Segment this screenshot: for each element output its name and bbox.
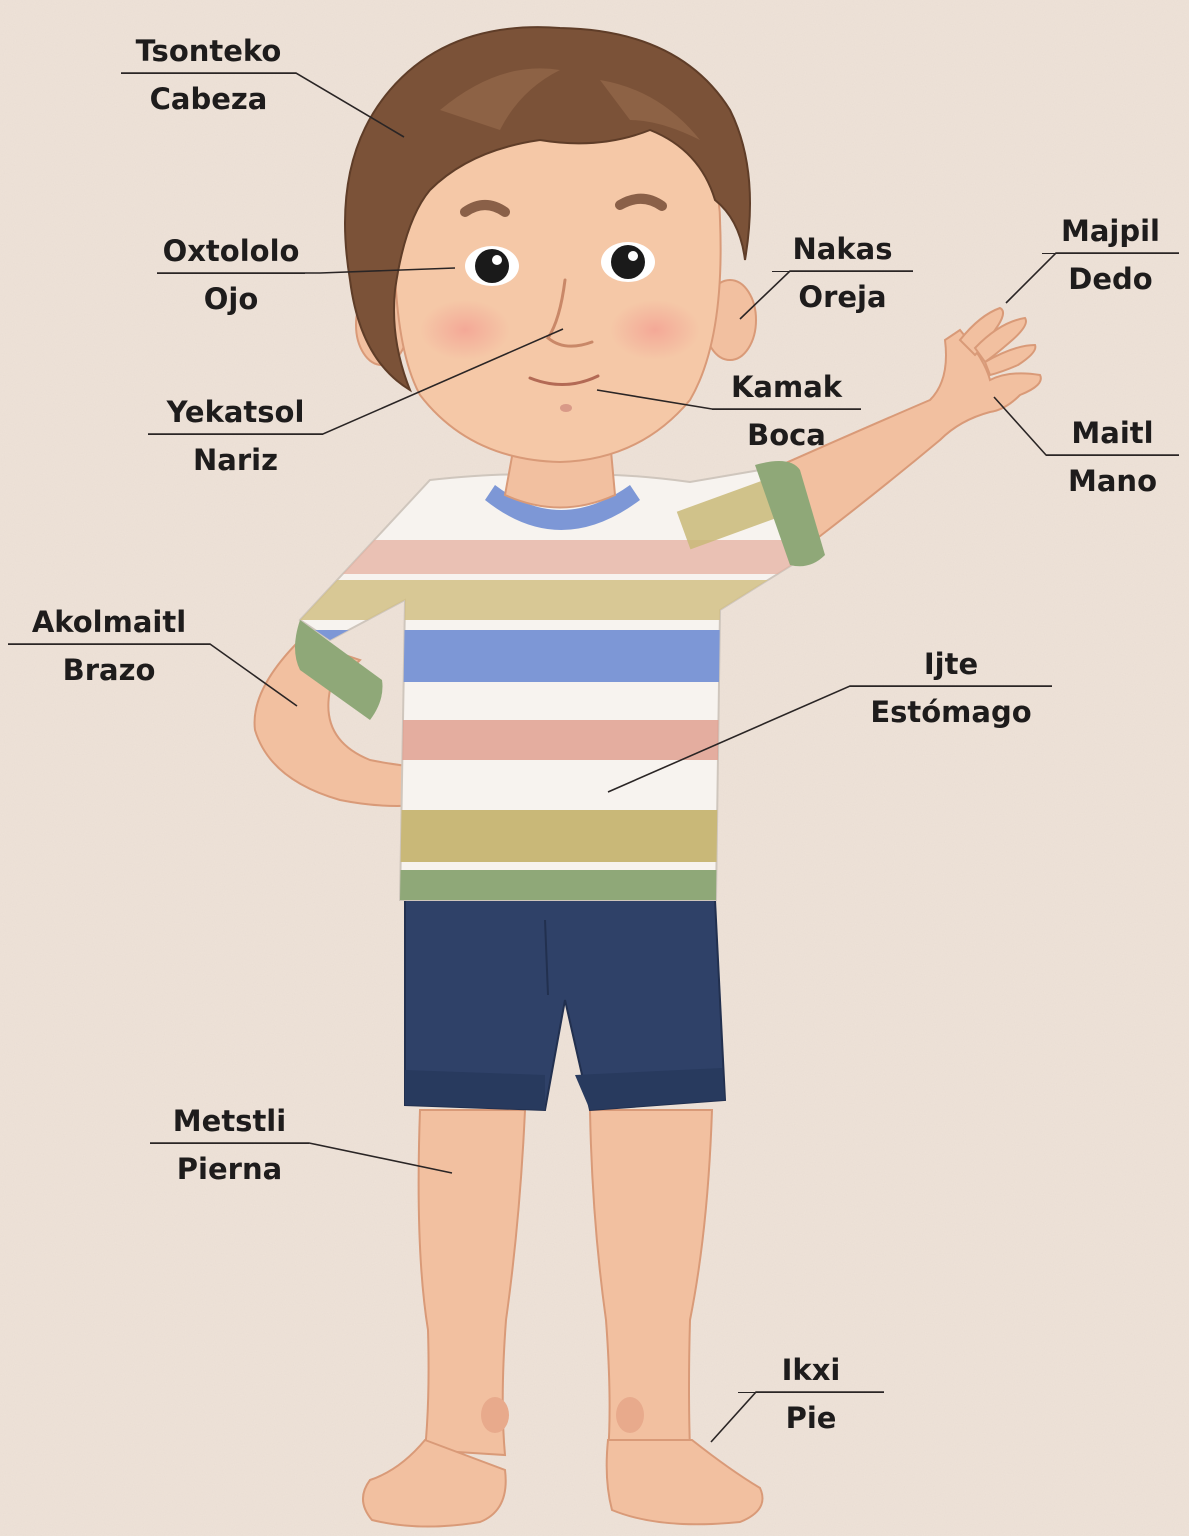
label-leg: Metstli Pierna <box>150 1099 309 1188</box>
left-eye <box>465 246 519 286</box>
label-hand: Maitl Mano <box>1046 411 1179 500</box>
label-foot-spanish: Pie <box>738 1393 884 1437</box>
label-ear: Nakas Oreja <box>772 227 913 316</box>
label-arm: Akolmaitl Brazo <box>8 600 210 689</box>
label-foot-nahuatl: Ikxi <box>738 1348 884 1392</box>
label-mouth: Kamak Boca <box>712 365 861 454</box>
label-hand-spanish: Mano <box>1046 456 1179 500</box>
label-head: Tsonteko Cabeza <box>121 29 296 118</box>
label-leg-spanish: Pierna <box>150 1144 309 1188</box>
right-eye <box>601 242 655 282</box>
label-head-spanish: Cabeza <box>121 74 296 118</box>
label-leg-nahuatl: Metstli <box>150 1099 309 1143</box>
label-ear-nahuatl: Nakas <box>772 227 913 271</box>
label-mouth-spanish: Boca <box>712 410 861 454</box>
label-arm-spanish: Brazo <box>8 645 210 689</box>
label-eye-spanish: Ojo <box>157 274 305 318</box>
label-eye-nahuatl: Oxtololo <box>157 229 305 273</box>
label-head-nahuatl: Tsonteko <box>121 29 296 73</box>
right-cheek <box>610 300 700 360</box>
label-eye: Oxtololo Ojo <box>157 229 305 318</box>
label-nose: Yekatsol Nariz <box>148 390 323 479</box>
label-finger-spanish: Dedo <box>1042 254 1179 298</box>
label-nose-spanish: Nariz <box>148 435 323 479</box>
label-ear-spanish: Oreja <box>772 272 913 316</box>
label-mouth-nahuatl: Kamak <box>712 365 861 409</box>
label-stomach-nahuatl: Ijte <box>850 642 1052 686</box>
label-stomach-spanish: Estómago <box>850 687 1052 731</box>
label-nose-nahuatl: Yekatsol <box>148 390 323 434</box>
label-arm-nahuatl: Akolmaitl <box>8 600 210 644</box>
label-hand-nahuatl: Maitl <box>1046 411 1179 455</box>
label-finger-nahuatl: Majpil <box>1042 209 1179 253</box>
label-finger: Majpil Dedo <box>1042 209 1179 298</box>
left-cheek <box>420 300 510 360</box>
label-foot: Ikxi Pie <box>738 1348 884 1437</box>
label-stomach: Ijte Estómago <box>850 642 1052 731</box>
